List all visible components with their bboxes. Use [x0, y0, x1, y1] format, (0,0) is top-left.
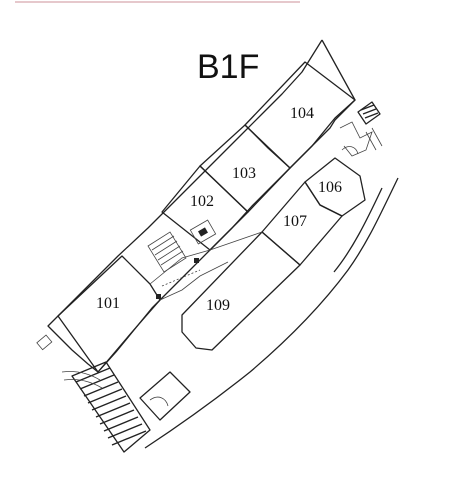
pillar-marker-2: [156, 294, 161, 299]
pillar-marker: [194, 258, 199, 263]
room-101-fixture: [36, 334, 53, 351]
floor-label: B1F: [197, 48, 259, 86]
entrance-door-arc: [149, 396, 169, 407]
room-101-label: 101: [96, 295, 120, 312]
room-109-label: 109: [206, 297, 230, 314]
room-107[interactable]: 107: [262, 182, 342, 265]
room-104[interactable]: 104: [245, 62, 355, 168]
corridor-dashed: [161, 269, 201, 287]
staircase-bottom-left: [61, 361, 151, 453]
elevator-icon: [189, 219, 217, 245]
staircase-right: [339, 101, 383, 157]
outer-right-wall: [144, 177, 399, 449]
room-102[interactable]: 102: [162, 166, 248, 250]
entrance-box: [139, 371, 191, 421]
room-107-label: 107: [283, 213, 307, 230]
building-outline: [47, 39, 356, 373]
room-106[interactable]: 106: [305, 158, 365, 216]
room-102-label: 102: [190, 193, 214, 210]
room-104-label: 104: [290, 105, 314, 122]
outer-right-wall-inner: [333, 187, 383, 273]
room-109[interactable]: 109: [182, 232, 300, 350]
room-106-label: 106: [318, 179, 342, 196]
room-102-outline: [161, 165, 249, 251]
room-103[interactable]: 103: [200, 125, 290, 212]
corridor-line-2: [159, 261, 229, 301]
staircase-center: [147, 231, 187, 273]
room-103-label: 103: [232, 165, 256, 182]
room-101[interactable]: 101: [58, 256, 160, 372]
